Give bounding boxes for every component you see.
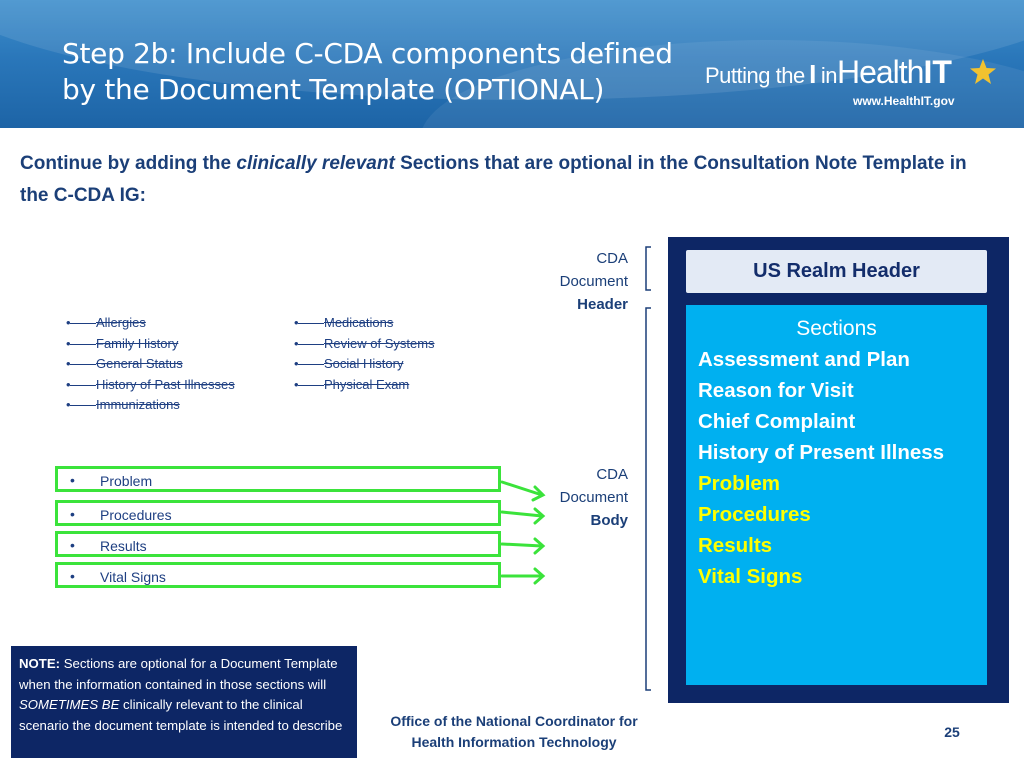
section-item-highlighted: Vital Signs: [698, 565, 803, 588]
section-item-highlighted: Procedures: [698, 503, 811, 526]
arrow-icon: [500, 507, 546, 525]
struck-section-item: Social History: [292, 354, 512, 375]
bullet: •: [70, 472, 75, 488]
cda-header-label: CDA Document Header: [525, 247, 628, 316]
cda-label-strong: Header: [577, 296, 628, 313]
title-banner: Step 2b: Include C-CDA components define…: [0, 0, 1024, 128]
added-section-box: • Problem: [55, 466, 501, 492]
struck-section-item: Review of Systems: [292, 334, 512, 355]
us-realm-header-box: US Realm Header: [686, 250, 987, 293]
struck-section-item: History of Past Illnesses: [64, 375, 284, 396]
added-section-label: Problem: [100, 473, 153, 489]
intro-text: Continue by adding the clinically releva…: [20, 148, 980, 212]
struck-section-item: Physical Exam: [292, 375, 512, 396]
intro-text-part: Sections that are optional in the Consul…: [20, 153, 967, 206]
cda-label-line: Body: [525, 509, 629, 532]
intro-emphasis: clinically relevant: [236, 153, 395, 174]
cda-label-line: CDA: [596, 250, 628, 267]
note-emphasis: SOMETIMES BE: [19, 697, 120, 712]
logo-wordmark: Putting the I inHealthIT: [705, 54, 952, 91]
brackets-group: [645, 246, 651, 691]
section-item-highlighted: Results: [698, 534, 773, 557]
added-section-label: Procedures: [100, 507, 172, 523]
cda-body-label: CDA Document Body: [525, 463, 628, 532]
body-bracket: [645, 307, 651, 691]
arrow-icon: [500, 537, 546, 555]
struck-sections-column-b: Medications Review of Systems Social His…: [292, 313, 512, 395]
slide-title: Step 2b: Include C-CDA components define…: [62, 37, 673, 106]
added-section-label: Results: [100, 538, 147, 554]
struck-section-item: General Status: [64, 354, 284, 375]
struck-sections-column-a: Allergies Family History General Status …: [64, 313, 284, 416]
logo-text-it: IT: [923, 54, 952, 90]
added-section-box: • Vital Signs: [55, 562, 501, 588]
bullet: •: [70, 537, 75, 553]
added-section-box: • Results: [55, 531, 501, 557]
arrow-icon: [500, 480, 546, 502]
cda-label-line: Header: [525, 293, 628, 316]
cda-label-strong: Body: [590, 512, 629, 529]
added-section-label: Vital Signs: [100, 569, 166, 585]
logo-text-putting: Putting the: [705, 63, 805, 88]
struck-section-item: Medications: [292, 313, 512, 334]
struck-section-item: Family History: [64, 334, 284, 355]
cda-label-line: Document: [559, 273, 628, 290]
sections-box: Sections Assessment and Plan Reason for …: [686, 305, 987, 685]
note-label: NOTE:: [19, 656, 61, 671]
page-number: 25: [944, 724, 960, 740]
header-bracket: [645, 246, 651, 291]
logo-text-in: in: [820, 63, 838, 88]
section-item: Reason for Visit: [698, 379, 854, 402]
section-item: Chief Complaint: [698, 410, 856, 433]
bullet: •: [70, 506, 75, 522]
sections-title: Sections: [796, 317, 877, 340]
struck-section-item: Allergies: [64, 313, 284, 334]
cda-label-line: CDA: [596, 466, 628, 483]
logo-url: www.HealthIT.gov: [853, 94, 955, 108]
section-item: Assessment and Plan: [698, 348, 910, 371]
footer-org-line: Office of the National Coordinator for: [390, 713, 638, 729]
star-icon: [970, 59, 996, 84]
arrow-icon: [500, 567, 546, 585]
section-item-highlighted: Problem: [698, 472, 781, 495]
bullet: •: [70, 568, 75, 584]
note-box: NOTE: Sections are optional for a Docume…: [10, 645, 358, 759]
added-section-box: • Procedures: [55, 500, 501, 526]
section-item: History of Present Illness: [698, 441, 945, 464]
struck-section-item: Immunizations: [64, 395, 284, 416]
arrows-group: [500, 480, 546, 585]
footer-org-line: Health Information Technology: [411, 734, 617, 750]
footer-organization: Office of the National Coordinator for H…: [372, 711, 656, 753]
note-text: clinically relevant to the clinical scen…: [19, 697, 343, 733]
logo-text-health: Health: [836, 54, 924, 90]
cda-label-line: Document: [559, 489, 628, 506]
note-text: Sections are optional for a Document Tem…: [19, 656, 338, 692]
intro-text-part: Continue by adding the: [20, 153, 237, 174]
logo-text-i: I: [809, 59, 817, 89]
healthit-logo: Putting the I inHealthIT www.HealthIT.go…: [705, 54, 1005, 114]
